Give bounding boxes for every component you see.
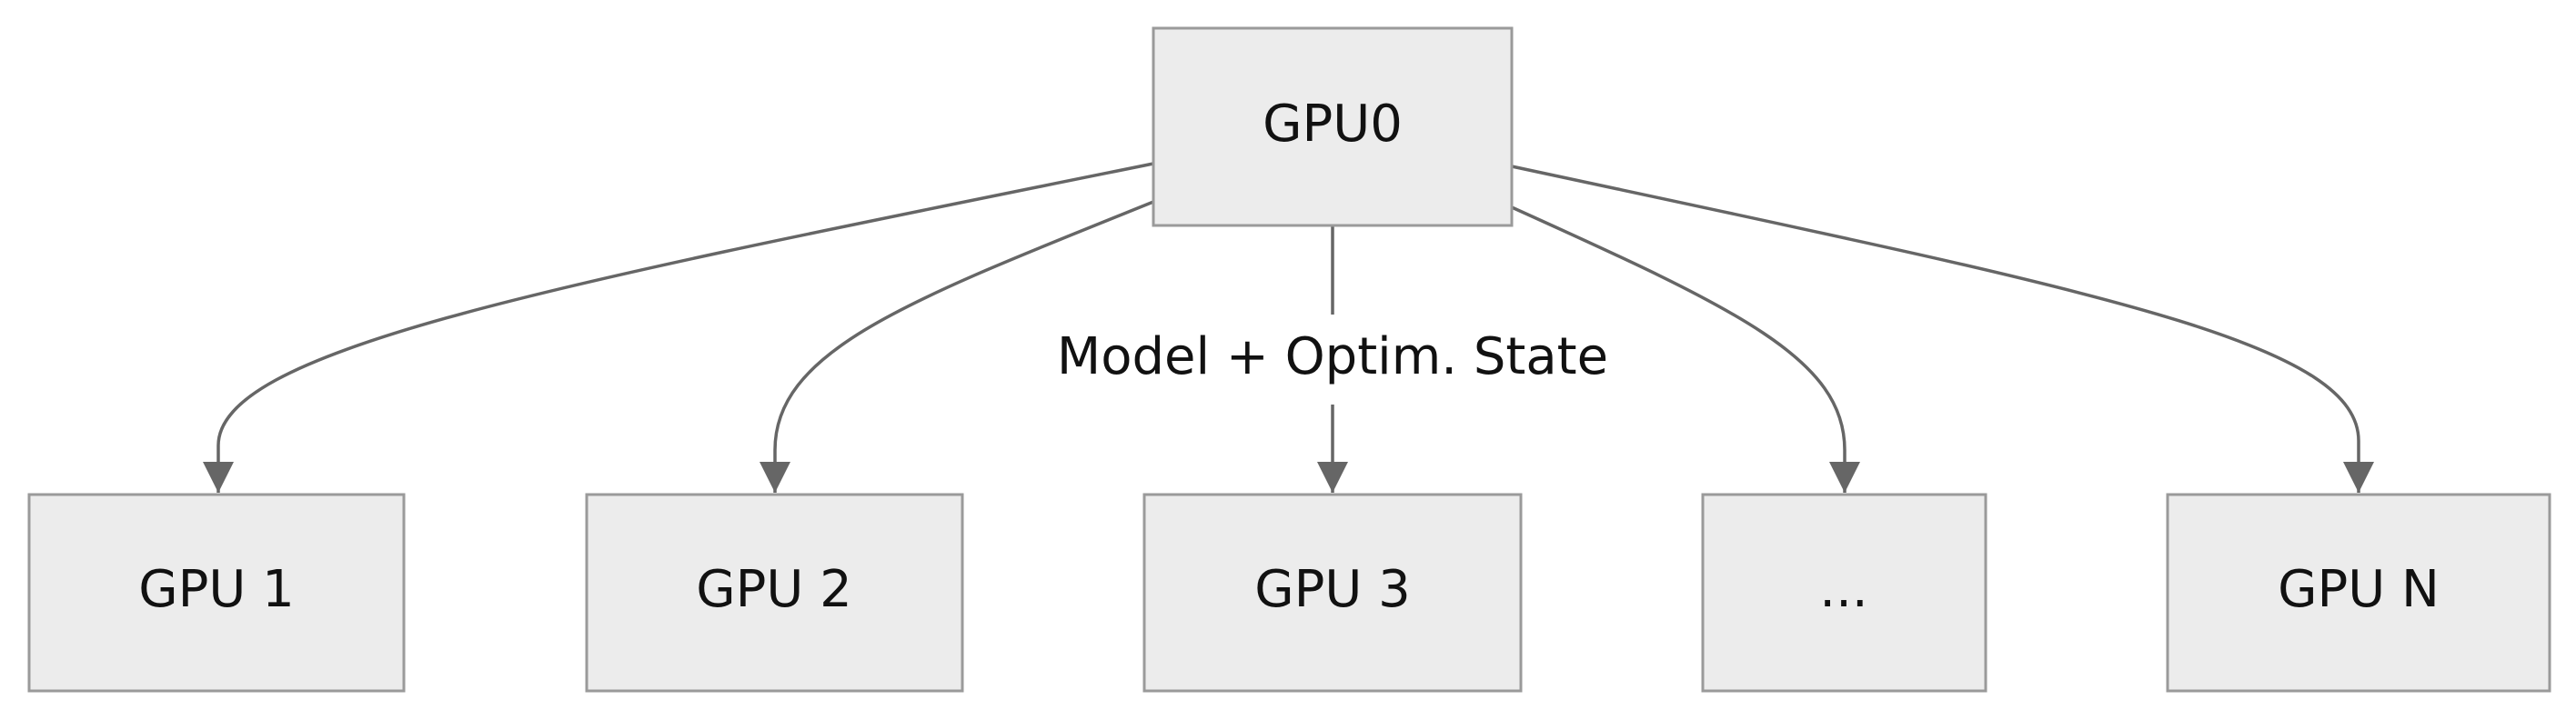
node-gpu2-label: GPU 2 — [696, 560, 852, 619]
node-gpu3: GPU 3 — [1142, 493, 1523, 693]
node-gpu3-label: GPU 3 — [1254, 560, 1411, 619]
node-ellipsis-box — [1701, 493, 1987, 693]
edge-gpu0-gpu2 — [760, 200, 1154, 493]
node-gpu2-box — [585, 493, 964, 693]
edge-gpu0-gpu1 — [203, 162, 1154, 493]
node-gpu1: GPU 1 — [27, 493, 406, 693]
edge-gpu0-gpun — [1511, 165, 2374, 493]
node-ellipsis: ... — [1701, 493, 1987, 693]
node-gpu0: GPU0 — [1152, 26, 1514, 227]
node-gpu1-label: GPU 1 — [138, 560, 295, 619]
edges — [203, 162, 2374, 493]
node-gpu1-box — [27, 493, 406, 693]
node-gpun-box — [2166, 493, 2551, 693]
edge-label-group: Model + Optim. State — [1046, 318, 1619, 402]
node-gpu0-box — [1152, 26, 1514, 227]
node-ellipsis-label: ... — [1819, 560, 1867, 619]
node-gpun-label: GPU N — [2278, 560, 2440, 619]
edge-label: Model + Optim. State — [1057, 327, 1608, 386]
node-gpu3-box — [1142, 493, 1523, 693]
node-gpu0-label: GPU0 — [1263, 95, 1403, 154]
edge-gpu0-ellipsis — [1511, 205, 1860, 493]
node-gpun: GPU N — [2166, 493, 2551, 693]
node-gpu2: GPU 2 — [585, 493, 964, 693]
